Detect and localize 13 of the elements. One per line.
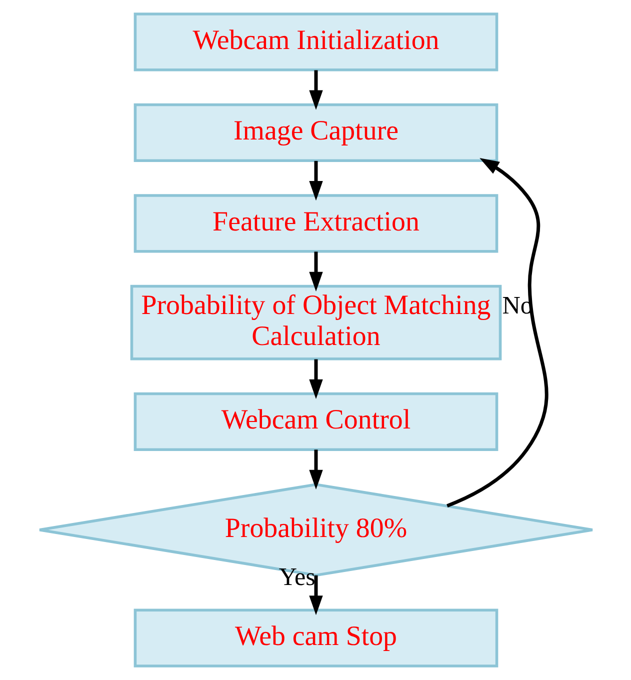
node-box: Webcam Control xyxy=(133,392,498,451)
node-box: Webcam Initialization xyxy=(133,12,498,72)
arrow xyxy=(308,160,322,201)
arrow xyxy=(308,359,322,399)
arrow xyxy=(446,158,548,508)
node-box: Feature Extraction xyxy=(133,194,498,253)
arrow xyxy=(308,575,322,616)
node-box: Image Capture xyxy=(133,103,498,162)
node-box: Probability of Object Matching Calculation xyxy=(130,284,502,360)
arrow xyxy=(308,252,322,292)
arrow xyxy=(308,450,322,490)
arrow xyxy=(308,70,322,110)
node-box: Web cam Stop xyxy=(133,608,498,668)
